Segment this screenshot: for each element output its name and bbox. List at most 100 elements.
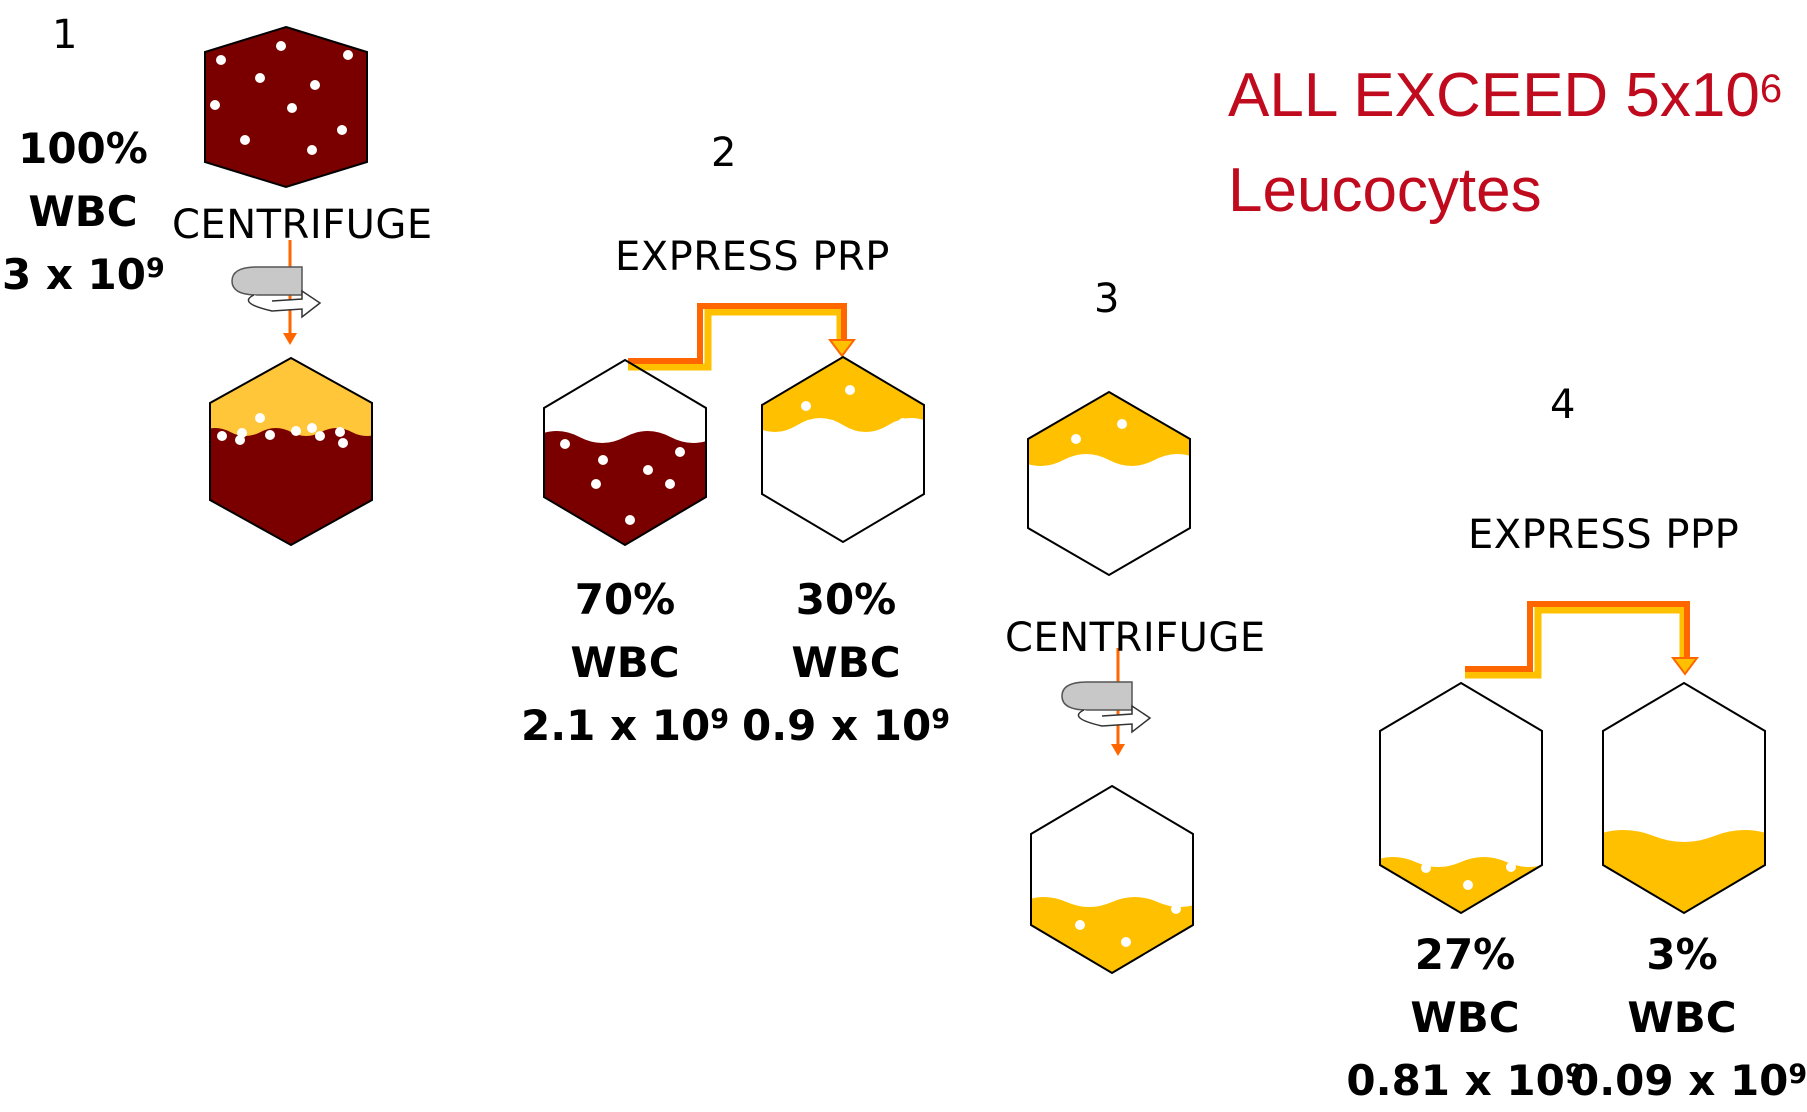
note-line-2: Leucocytes (1228, 156, 1542, 225)
bag-outline (209, 356, 373, 547)
white-blood-cell (287, 103, 297, 113)
bag-outline (1030, 784, 1194, 975)
step-4-transfer-arrow (1465, 601, 1699, 679)
step-3-centrifuge-label: CENTRIFUGE (1005, 615, 1266, 661)
white-blood-cell (1506, 862, 1516, 872)
white-blood-cell (217, 431, 227, 441)
white-blood-cell (1167, 455, 1177, 465)
step-2-express-prp-label: EXPRESS PRP (615, 234, 890, 280)
white-blood-cell (291, 426, 301, 436)
transfer-arrow-head (828, 339, 856, 358)
wbc-percent: 27% (1414, 930, 1516, 979)
step-3-prp-bag (1027, 390, 1191, 577)
wbc-label: WBC (1627, 993, 1737, 1042)
white-blood-cell (235, 435, 245, 445)
white-blood-cell (591, 479, 601, 489)
step-1-centrifuge-label: CENTRIFUGE (172, 202, 433, 248)
step-1-number: 1 (52, 12, 78, 58)
step-4-ppp-bag (1602, 681, 1766, 915)
note-line-1: ALL EXCEED 5x10 (1228, 61, 1760, 130)
wbc-label: WBC (570, 638, 680, 687)
white-blood-cell (675, 447, 685, 457)
white-blood-cell (801, 401, 811, 411)
wbc-percent: 100% (18, 124, 148, 173)
bag-outline (1027, 390, 1191, 577)
step-4-right-bag-stat: 3% WBC 0.09 x 109 (1570, 923, 1807, 1112)
rotation-band (231, 266, 303, 296)
white-blood-cell (335, 427, 345, 437)
white-blood-cell (1421, 863, 1431, 873)
leucocyte-threshold-note: ALL EXCEED 5x106 Leucocytes (1228, 48, 1782, 238)
step-3-sedimented-bag (1030, 784, 1194, 975)
bag-outline (543, 358, 707, 547)
step-4-left-bag-stat: 27% WBC 0.81 x 109 (1345, 923, 1585, 1112)
wbc-exponent: 9 (1788, 1059, 1807, 1090)
wbc-count: 3 x 109 (2, 250, 165, 299)
white-blood-cell (598, 455, 608, 465)
white-blood-cell (898, 418, 908, 428)
wbc-exponent: 9 (146, 253, 165, 284)
wbc-count: 0.81 x 109 (1346, 1056, 1584, 1105)
step-2-red-cell-bag (543, 358, 707, 547)
wbc-percent: 30% (795, 575, 897, 624)
arrow-head (1111, 744, 1125, 756)
white-blood-cell (343, 50, 353, 60)
transfer-line-yellow (628, 308, 844, 371)
prp-layer (762, 357, 924, 432)
rotation-arrow-icon (247, 289, 322, 319)
step-2-plasma-bag (761, 355, 925, 544)
white-blood-cell (1171, 904, 1181, 914)
white-blood-cell (1117, 419, 1127, 429)
transfer-arrow-head (1671, 657, 1699, 676)
step-2-prp-bag-stat: 70% WBC 2.1 x 109 (519, 568, 731, 757)
wbc-label: WBC (1410, 993, 1520, 1042)
whole-blood (205, 27, 367, 187)
step-1-separated-bag (209, 356, 373, 547)
step-2-plasma-bag-stat: 30% WBC 0.9 x 109 (740, 568, 952, 757)
step-4-number: 4 (1550, 382, 1576, 428)
white-blood-cell (307, 145, 317, 155)
white-blood-cell (338, 438, 348, 448)
wbc-label: WBC (28, 187, 138, 236)
white-blood-cell (265, 430, 275, 440)
transfer-line-orange (1465, 601, 1690, 672)
white-blood-cell (1121, 937, 1131, 947)
wbc-percent: 70% (574, 575, 676, 624)
rotation-band (1061, 681, 1133, 711)
step-1-wbc-stat: 100% WBC 3 x 109 (2, 117, 165, 306)
wbc-count: 2.1 x 109 (521, 701, 729, 750)
white-blood-cell (643, 465, 653, 475)
ppp-layer (1603, 830, 1765, 913)
white-blood-cell (310, 80, 320, 90)
bag-outline (1379, 681, 1543, 915)
white-blood-cell (210, 100, 220, 110)
white-blood-cell (255, 73, 265, 83)
white-blood-cell (307, 423, 317, 433)
wbc-label: WBC (791, 638, 901, 687)
bag-outline (204, 25, 368, 189)
wbc-percent: 3% (1646, 930, 1718, 979)
white-blood-cell (1463, 880, 1473, 890)
red-cell-layer (210, 428, 372, 545)
white-blood-cell (1071, 434, 1081, 444)
red-cell-layer (544, 431, 706, 545)
white-blood-cell (276, 41, 286, 51)
wbc-exponent: 9 (931, 704, 950, 735)
white-blood-cell (665, 479, 675, 489)
white-blood-cell (337, 125, 347, 135)
transfer-line-yellow (1465, 606, 1687, 679)
white-blood-cell (315, 431, 325, 441)
note-exponent: 6 (1759, 67, 1783, 111)
step-1-centrifuge-icon (231, 266, 322, 319)
white-blood-cell (625, 515, 635, 525)
bag-outline (1602, 681, 1766, 915)
wbc-exponent: 9 (1564, 1059, 1584, 1090)
white-blood-cell (845, 385, 855, 395)
arrow-head (283, 333, 297, 345)
white-blood-cell (560, 439, 570, 449)
white-blood-cell (255, 413, 265, 423)
white-blood-cell (240, 135, 250, 145)
step-3-centrifuge-icon (1061, 681, 1152, 734)
